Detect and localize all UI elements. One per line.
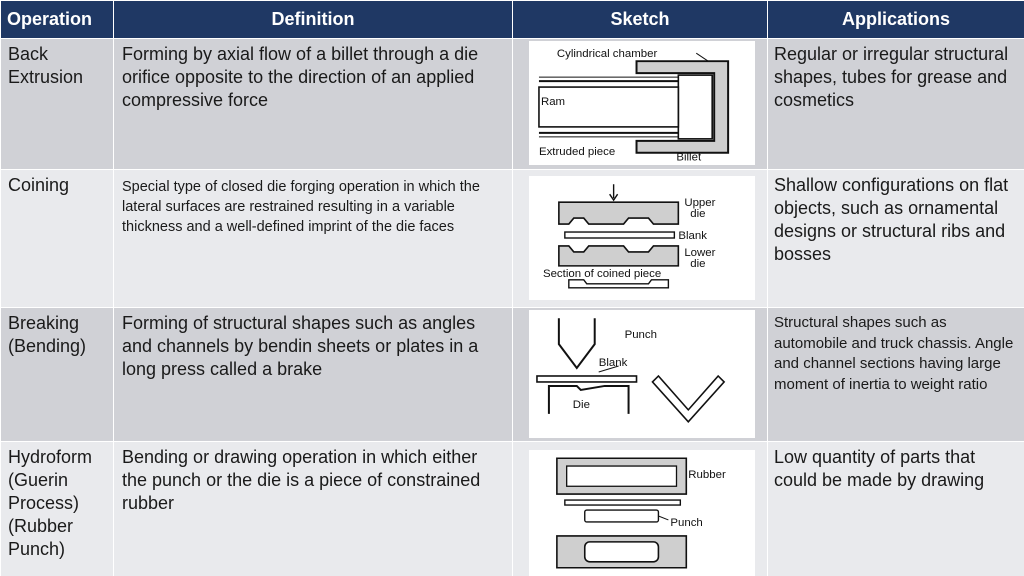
blank-shape — [564, 231, 676, 239]
formed-part-shape — [583, 541, 660, 563]
label-ram: Ram — [541, 96, 565, 108]
breaking-sketch: Punch Blank Die — [529, 310, 755, 438]
bent-piece-shape — [651, 374, 726, 423]
label-blank: Blank — [678, 230, 707, 242]
label-blank: Blank — [599, 357, 628, 369]
definition-cell: Forming by axial flow of a billet throug… — [113, 38, 513, 170]
breaking-diagram: Punch Blank Die — [536, 318, 726, 423]
header-sketch: Sketch — [512, 0, 768, 39]
die-shape — [547, 384, 630, 414]
applications-cell: Structural shapes such as automobile and… — [767, 307, 1024, 442]
label-lower: Lower — [684, 247, 715, 259]
leader-chamber — [695, 52, 709, 62]
table-row: Back Extrusion Forming by axial flow of … — [0, 38, 1024, 170]
table-row: Breaking (Bending) Forming of structural… — [0, 307, 1024, 442]
table-row: Hydroform (Guerin Process) (Rubber Punch… — [0, 441, 1024, 576]
lower-die-shape — [558, 245, 680, 267]
punch-shape — [557, 318, 596, 370]
definition-cell: Forming of structural shapes such as ang… — [113, 307, 513, 442]
upper-die-shape — [558, 201, 680, 225]
coining-sketch: Upper die Blank Lower die Section of coi… — [529, 176, 755, 300]
operation-cell: Breaking (Bending) — [0, 307, 114, 442]
label-section-coined: Section of coined piece — [543, 268, 661, 280]
rubber-pad-shape — [566, 465, 677, 487]
coined-piece-shape — [568, 279, 670, 289]
label-die: Die — [573, 399, 590, 411]
sketch-cell: Upper die Blank Lower die Section of coi… — [512, 169, 768, 308]
leader-punch — [658, 515, 669, 521]
table-row: Coining Special type of closed die forgi… — [0, 169, 1024, 308]
applications-cell: Shallow configurations on flat objects, … — [767, 169, 1024, 308]
billet-shape — [677, 74, 713, 140]
back-extrusion-sketch: Cylindrical chamber Ram Extruded piece B… — [529, 41, 755, 165]
sketch-cell: Punch Blank Die — [512, 307, 768, 442]
ram-shape — [538, 86, 680, 128]
force-arrow-head — [609, 193, 619, 202]
sketch-cell: Cylindrical chamber Ram Extruded piece B… — [512, 38, 768, 170]
header-definition: Definition — [113, 0, 513, 39]
blank-sheet — [564, 499, 682, 506]
header-row: Operation Definition Sketch Applications — [0, 0, 1024, 39]
coining-diagram: Upper die Blank Lower die Section of coi… — [543, 184, 716, 289]
blank-plate — [536, 375, 638, 383]
hydroform-sketch: Rubber Punch — [529, 450, 755, 576]
label-rubber: Rubber — [688, 469, 726, 481]
leader-blank — [598, 365, 619, 373]
chamber-wall — [635, 60, 730, 154]
back-extrusion-diagram: Cylindrical chamber Ram Extruded piece B… — [538, 48, 730, 164]
label-punch: Punch — [625, 329, 657, 341]
applications-cell: Regular or irregular structural shapes, … — [767, 38, 1024, 170]
sketch-cell: Rubber Punch — [512, 441, 768, 576]
definition-cell: Special type of closed die forging opera… — [113, 169, 513, 308]
applications-cell: Low quantity of parts that could be made… — [767, 441, 1024, 576]
label-upper-die: die — [690, 208, 705, 220]
label-extruded-piece: Extruded piece — [539, 146, 615, 158]
operation-cell: Back Extrusion — [0, 38, 114, 170]
operation-cell: Hydroform (Guerin Process) (Rubber Punch… — [0, 441, 114, 576]
label-lower-die: die — [690, 258, 705, 270]
punch-block — [584, 509, 660, 523]
label-cylindrical-chamber: Cylindrical chamber — [557, 48, 658, 60]
label-punch: Punch — [670, 517, 702, 529]
header-operation: Operation — [0, 0, 114, 39]
label-billet: Billet — [676, 152, 702, 164]
hydroform-diagram: Rubber Punch — [556, 457, 726, 569]
operation-cell: Coining — [0, 169, 114, 308]
header-applications: Applications — [767, 0, 1024, 39]
definition-cell: Bending or drawing operation in which ei… — [113, 441, 513, 576]
label-upper: Upper — [684, 197, 715, 209]
